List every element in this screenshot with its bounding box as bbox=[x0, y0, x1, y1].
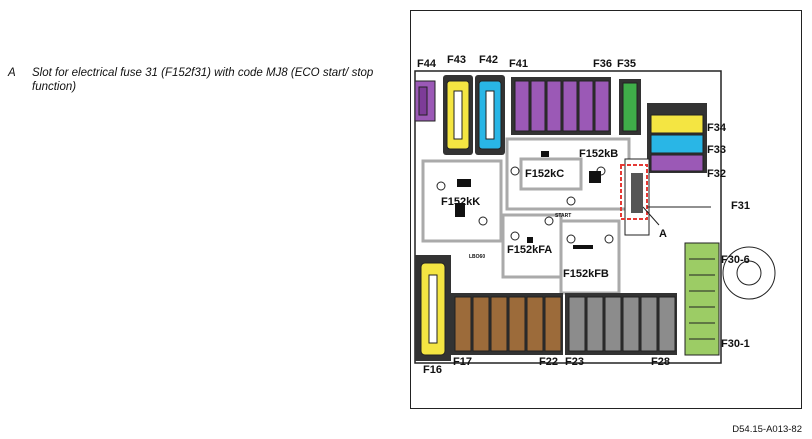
fuse-f42-window bbox=[485, 90, 495, 140]
fuse-block-f17-f22 bbox=[454, 296, 562, 352]
label-f36: F36 bbox=[593, 58, 612, 70]
fuse-box-drawing: LBO60 START F44 F43 F42 F41 F36 bbox=[414, 54, 776, 376]
label-f32: F32 bbox=[707, 168, 726, 180]
round-terminal-inner bbox=[736, 260, 762, 286]
label-f34: F34 bbox=[707, 122, 727, 134]
label-f152kb: F152kB bbox=[579, 148, 618, 160]
label-f42: F42 bbox=[479, 54, 498, 66]
board-marking: LBO60 bbox=[469, 254, 485, 260]
fuse-block-f41-f36 bbox=[514, 80, 610, 132]
slot-f31 bbox=[631, 173, 643, 213]
label-f152kk: F152kK bbox=[441, 196, 480, 208]
label-f22: F22 bbox=[539, 356, 558, 368]
label-f152kfb: F152kFB bbox=[563, 268, 609, 280]
label-f30-6: F30-6 bbox=[721, 254, 750, 266]
label-f152kfa: F152kFA bbox=[507, 244, 552, 256]
relay-f152kfa bbox=[501, 213, 563, 279]
fuse-block-f23-f28 bbox=[568, 296, 676, 352]
relay-symbols bbox=[455, 151, 601, 249]
relay-f152kk bbox=[421, 159, 503, 243]
legend-text: Slot for electrical fuse 31 (F152f31) wi… bbox=[32, 67, 374, 93]
label-f30-1: F30-1 bbox=[721, 338, 750, 350]
fuse-block-f30 bbox=[684, 242, 720, 356]
fuse-f44-core bbox=[418, 86, 428, 116]
fuse-f34 bbox=[650, 114, 704, 134]
leader-a bbox=[642, 206, 660, 226]
label-f28: F28 bbox=[651, 356, 670, 368]
label-a: A bbox=[659, 228, 667, 240]
fuse-f35 bbox=[622, 82, 638, 132]
label-f33: F33 bbox=[707, 144, 726, 156]
label-f31: F31 bbox=[731, 200, 750, 212]
label-f43: F43 bbox=[447, 54, 466, 66]
label-f16: F16 bbox=[423, 364, 442, 376]
label-f152kc: F152kC bbox=[525, 168, 564, 180]
reference-code: D54.15-A013-82 bbox=[732, 424, 802, 435]
label-f23: F23 bbox=[565, 356, 584, 368]
relay-f152kfb bbox=[559, 219, 621, 295]
fuse-box-diagram: LBO60 START F44 F43 F42 F41 F36 bbox=[410, 10, 802, 409]
fuse-f33 bbox=[650, 134, 704, 154]
fuse-f43-window bbox=[453, 90, 463, 140]
fuse-block-f30-lines bbox=[689, 258, 715, 340]
label-f17: F17 bbox=[453, 356, 472, 368]
fuse-f32 bbox=[650, 154, 704, 172]
legend-key: A bbox=[8, 67, 16, 79]
label-f44: F44 bbox=[417, 58, 437, 70]
relay-f152kc bbox=[519, 157, 583, 191]
board-marking-2: START bbox=[555, 213, 571, 219]
slot-f31-highlight bbox=[620, 164, 648, 220]
fuse-f16-window bbox=[428, 274, 438, 344]
label-f35: F35 bbox=[617, 58, 636, 70]
label-f41: F41 bbox=[509, 58, 528, 70]
